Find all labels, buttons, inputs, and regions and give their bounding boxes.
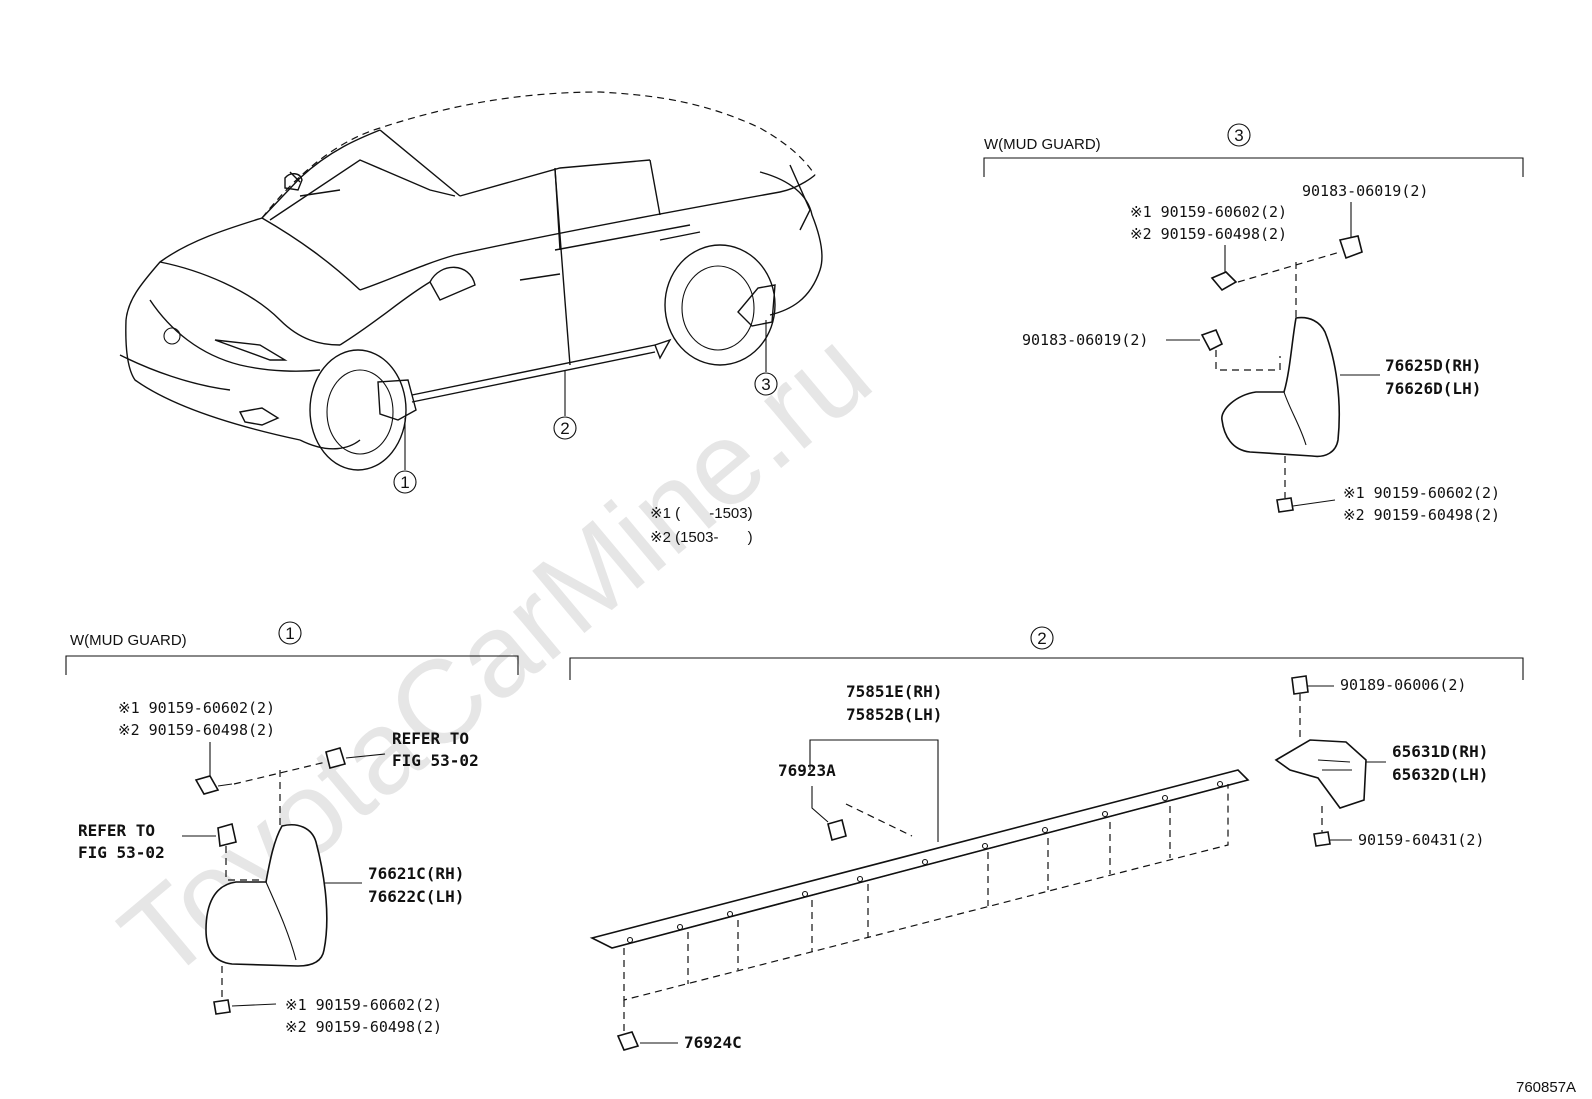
refer-b-line1: REFER TO xyxy=(78,821,155,840)
label-65631D: 65631D(RH) xyxy=(1392,742,1488,761)
group-3-bracket xyxy=(983,157,1524,177)
nut-90189-icon xyxy=(1291,675,1309,695)
label-screw-bottom-1: ※1 90159-60602(2) xyxy=(1343,484,1500,502)
car-illustration xyxy=(119,91,823,471)
callout-2-label: 2 xyxy=(560,419,569,438)
label-75851E: 75851E(RH) xyxy=(846,682,942,701)
clip-76924C-icon xyxy=(616,1031,640,1051)
group-3: W(MUD GUARD) 3 90183-06019(2) ※1 90159-6… xyxy=(983,123,1524,524)
group-2-number-circle xyxy=(1030,626,1054,650)
callout-1-circle xyxy=(393,470,417,494)
label-76622C: 76622C(LH) xyxy=(368,887,464,906)
screw-90159-60431-icon xyxy=(1313,831,1331,847)
date-note-2: ※2 (1503- ) xyxy=(650,529,753,546)
figure-code: 760857A xyxy=(1516,1079,1576,1096)
group-3-number: 3 xyxy=(1234,126,1243,145)
mud-guard-rear-icon xyxy=(1221,316,1341,458)
label-screw-bottom-1: ※1 90159-60602(2) xyxy=(285,996,442,1014)
label-90183-06019-side: 90183-06019(2) xyxy=(1022,331,1148,349)
refer-a-line1: REFER TO xyxy=(392,729,469,748)
label-screw-bottom-2: ※2 90159-60498(2) xyxy=(1343,506,1500,524)
date-note-1: ※1 ( -1503) xyxy=(650,505,753,522)
label-76621C: 76621C(RH) xyxy=(368,864,464,883)
nut-side-icon xyxy=(1200,328,1224,352)
screw-top-icon xyxy=(1210,271,1238,292)
screw-top-icon xyxy=(194,775,220,795)
group-2: 2 75851E(RH) 75852B(LH) 76923A 76924C 90… xyxy=(569,626,1524,1052)
label-90189-06006: 90189-06006(2) xyxy=(1340,676,1466,694)
group-2-number: 2 xyxy=(1037,629,1046,648)
refer-b-line2: FIG 53-02 xyxy=(78,843,165,862)
clip-nut-icon xyxy=(1338,235,1363,260)
refer-a-line2: FIG 53-02 xyxy=(392,751,479,770)
clip-refer-a-icon xyxy=(325,747,347,769)
label-76626D: 76626D(LH) xyxy=(1385,379,1481,398)
group-3-title: W(MUD GUARD) xyxy=(984,136,1101,153)
group-2-bracket xyxy=(569,657,1524,680)
callout-3-circle xyxy=(754,372,778,396)
screw-bottom-icon xyxy=(213,999,231,1015)
label-90183-06019-top: 90183-06019(2) xyxy=(1302,182,1428,200)
group-1-number-circle xyxy=(278,621,302,645)
label-screw-bottom-2: ※2 90159-60498(2) xyxy=(285,1018,442,1036)
callout-2-circle xyxy=(553,416,577,440)
guard-65631D-icon xyxy=(1274,739,1367,809)
label-76625D: 76625D(RH) xyxy=(1385,356,1481,375)
mud-guard-front-icon xyxy=(205,824,328,967)
screw-bottom-icon xyxy=(1276,497,1294,513)
group-1-number: 1 xyxy=(285,624,294,643)
group-1-bracket xyxy=(65,655,519,675)
label-76924C: 76924C xyxy=(684,1033,742,1052)
label-90159-60431: 90159-60431(2) xyxy=(1358,831,1484,849)
moulding-holes xyxy=(626,780,1224,944)
label-screw-top-1: ※1 90159-60602(2) xyxy=(118,699,275,717)
label-75852B: 75852B(LH) xyxy=(846,705,942,724)
label-screw-top-2: ※2 90159-60498(2) xyxy=(118,721,275,739)
callout-1-label: 1 xyxy=(400,473,409,492)
group-3-number-circle xyxy=(1227,123,1251,147)
group-1-title: W(MUD GUARD) xyxy=(70,632,187,649)
group-1: W(MUD GUARD) 1 ※1 90159-60602(2) ※2 9015… xyxy=(65,621,519,1036)
label-76923A: 76923A xyxy=(778,761,836,780)
label-65632D: 65632D(LH) xyxy=(1392,765,1488,784)
rocker-moulding-icon xyxy=(589,769,1250,949)
callout-3-label: 3 xyxy=(761,375,770,394)
clip-76923A-icon xyxy=(827,819,847,841)
label-screw-top-1: ※1 90159-60602(2) xyxy=(1130,203,1287,221)
label-screw-top-2: ※2 90159-60498(2) xyxy=(1130,225,1287,243)
clip-refer-b-icon xyxy=(217,822,237,847)
